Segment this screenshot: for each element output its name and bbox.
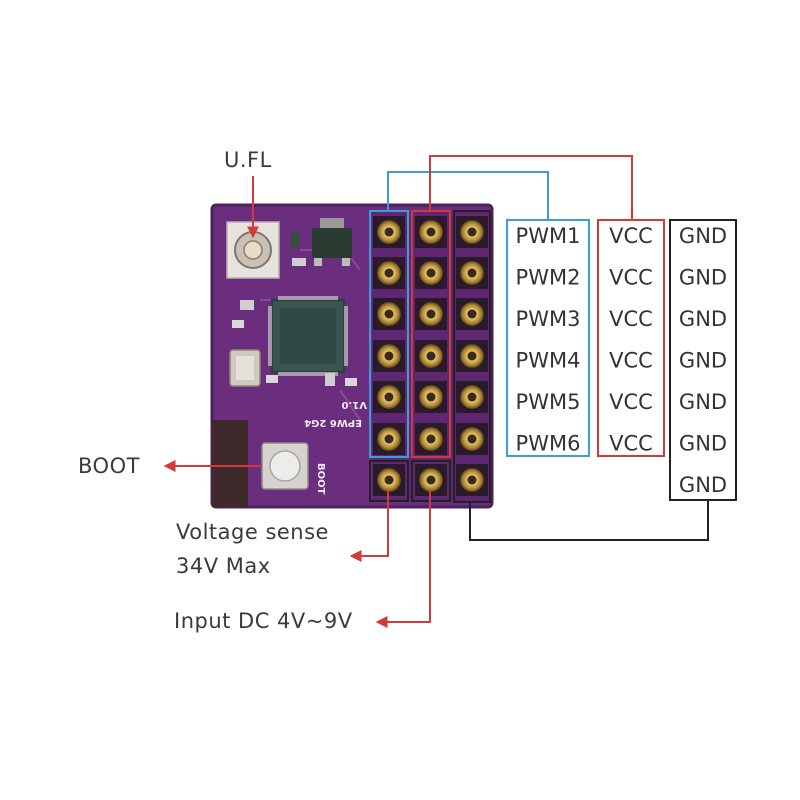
vcc-pin-label: VCC bbox=[609, 266, 653, 290]
voltage-sense-label: Voltage sense bbox=[176, 520, 329, 544]
header-pin bbox=[415, 381, 447, 413]
gnd-pin-label: GND bbox=[679, 224, 727, 248]
header-pin bbox=[456, 423, 488, 455]
header-pin bbox=[456, 257, 488, 289]
vcc-pin-label: VCC bbox=[609, 432, 653, 456]
boot-button[interactable] bbox=[261, 442, 309, 490]
header-pin bbox=[456, 216, 488, 248]
header-pin bbox=[415, 216, 447, 248]
header-pin bbox=[373, 257, 405, 289]
gnd-pin-label: GND bbox=[679, 390, 727, 414]
gnd-connection-line bbox=[469, 500, 709, 541]
gnd-pin-label: GND bbox=[679, 473, 727, 497]
gnd-pin-label: GND bbox=[679, 307, 727, 331]
header-pin bbox=[373, 298, 405, 330]
gnd-labels: GND GND GND GND GND GND GND bbox=[679, 224, 727, 497]
vcc-labels: VCC VCC VCC VCC VCC VCC bbox=[609, 224, 653, 456]
voltage-regulator bbox=[312, 218, 352, 266]
gnd-pin-label: GND bbox=[679, 432, 727, 456]
vcc-pin-label: VCC bbox=[609, 307, 653, 331]
header-pin bbox=[373, 423, 405, 455]
passive-components bbox=[232, 232, 357, 386]
crystal-oscillator bbox=[229, 349, 261, 387]
gnd-pin-label: GND bbox=[679, 266, 727, 290]
gnd-pin-label: GND bbox=[679, 349, 727, 373]
header-pin bbox=[373, 216, 405, 248]
pwm-pin-label: PWM2 bbox=[516, 266, 581, 290]
vcc-label-box bbox=[597, 219, 665, 457]
mcu-chip bbox=[268, 296, 348, 376]
pwm-pin-label: PWM4 bbox=[516, 349, 581, 373]
voltage-sense-arrow bbox=[349, 490, 389, 562]
header-pin bbox=[415, 340, 447, 372]
header-pin bbox=[415, 257, 447, 289]
boot-label: BOOT bbox=[78, 454, 140, 478]
silk-boot: BOOT bbox=[315, 463, 326, 495]
header-pin bbox=[456, 298, 488, 330]
pwm-connection-line bbox=[387, 171, 549, 220]
pwm-pin-label: PWM1 bbox=[516, 224, 581, 248]
header-pin bbox=[373, 340, 405, 372]
vcc-pin-label: VCC bbox=[609, 224, 653, 248]
input-dc-label: Input DC 4V~9V bbox=[174, 609, 353, 633]
header-pin bbox=[456, 381, 488, 413]
pin-headers bbox=[372, 212, 490, 501]
input-dc-arrow bbox=[375, 490, 431, 628]
gnd-label-box bbox=[669, 219, 737, 501]
vcc-pin-label: VCC bbox=[609, 390, 653, 414]
ufl-label: U.FL bbox=[224, 148, 272, 172]
vcc-connection-line bbox=[429, 155, 633, 220]
pwm-label-box bbox=[506, 219, 590, 457]
header-pin bbox=[415, 298, 447, 330]
pwm-pin-label: PWM5 bbox=[516, 390, 581, 414]
pwm-pin-label: PWM3 bbox=[516, 307, 581, 331]
header-pin bbox=[456, 464, 488, 496]
gnd-pin-outline bbox=[453, 210, 491, 503]
vcc-pin-label: VCC bbox=[609, 349, 653, 373]
silk-version: V1.0 bbox=[342, 399, 367, 410]
pwm-pin-label: PWM6 bbox=[516, 432, 581, 456]
silk-model: EPW6 2G4 bbox=[304, 417, 362, 428]
voltage-max-label: 34V Max bbox=[176, 554, 271, 578]
header-pin bbox=[373, 381, 405, 413]
header-pin bbox=[456, 340, 488, 372]
header-pin bbox=[415, 423, 447, 455]
